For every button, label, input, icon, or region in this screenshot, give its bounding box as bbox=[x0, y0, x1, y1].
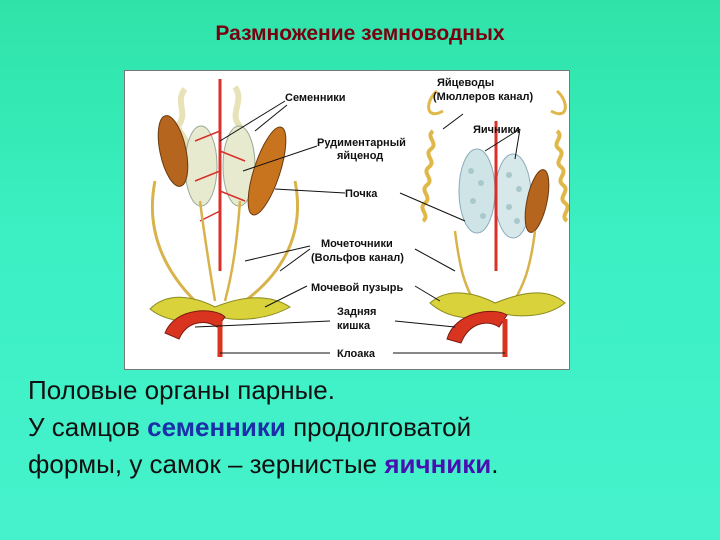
caption-line-2-start: У самцов bbox=[28, 412, 148, 442]
label-wolff-canal: (Вольфов канал) bbox=[311, 252, 404, 264]
caption-line-3-end: . bbox=[491, 449, 499, 479]
label-testes: Семенники bbox=[285, 92, 346, 104]
label-kidney: Почка bbox=[345, 188, 378, 200]
highlight-testes: семенники bbox=[147, 412, 286, 442]
anatomy-illustration: Семенники Яйцеводы (Мюллеров канал) Яичн… bbox=[149, 77, 569, 360]
label-muller-canal: (Мюллеров канал) bbox=[433, 91, 534, 103]
label-hindgut-line2: кишка bbox=[337, 320, 371, 332]
label-rudiment-line1: Рудиментарный bbox=[317, 137, 406, 149]
label-ovaries: Яичники bbox=[473, 124, 520, 136]
male-organs bbox=[149, 79, 300, 357]
female-organs bbox=[420, 89, 569, 357]
caption-line-1: Половые органы парные. bbox=[28, 375, 335, 405]
caption-line-3: формы, у самок – зернистые яичники. bbox=[28, 446, 708, 483]
label-bladder: Мочевой пузырь bbox=[311, 282, 403, 294]
label-ureters: Мочеточники bbox=[321, 238, 393, 250]
slide-title: Размножение земноводных bbox=[215, 22, 505, 45]
caption-line-2: У самцов семенники продолговатой bbox=[28, 409, 708, 446]
label-cloaca: Клоака bbox=[337, 348, 376, 360]
leader-lines bbox=[194, 100, 521, 354]
caption-line-2-end: продолговатой bbox=[285, 412, 472, 442]
label-oviducts: Яйцеводы bbox=[437, 77, 494, 89]
caption: Половые органы парные. У самцов семенник… bbox=[28, 372, 708, 483]
label-rudiment-line2: яйценод bbox=[337, 150, 383, 162]
highlight-ovaries: яичники bbox=[384, 449, 492, 479]
reproductive-organs-figure: Семенники Яйцеводы (Мюллеров канал) Яичн… bbox=[124, 70, 570, 370]
label-hindgut-line1: Задняя bbox=[337, 306, 376, 318]
caption-line-3-start: формы, у самок – зернистые bbox=[28, 449, 385, 479]
